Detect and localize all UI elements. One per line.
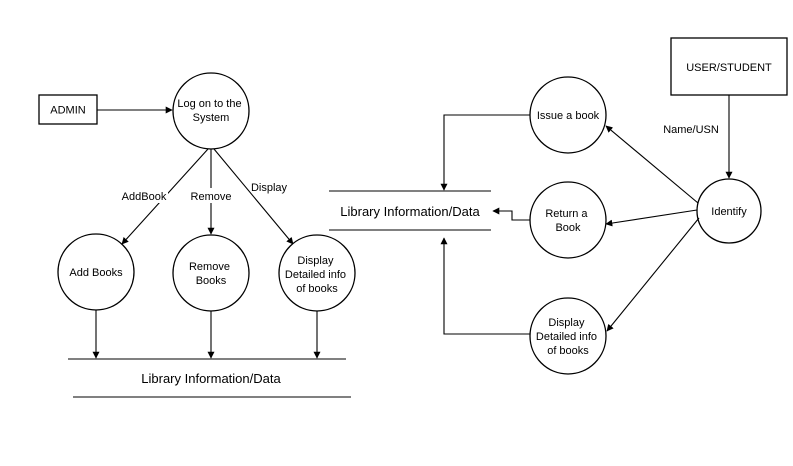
display-admin-process-label-3: of books: [296, 283, 338, 295]
display-flow-label: Display: [251, 182, 288, 194]
flow-identify-to-issue: [605, 125, 699, 204]
return-book-process-label-1: Return a: [545, 208, 588, 220]
flow-identify-to-return: [605, 209, 698, 227]
remove-books-process-label-2: Books: [196, 275, 227, 287]
flow-issue-to-store: [440, 114, 530, 191]
return-book-process-label-2: Book: [555, 222, 581, 234]
issue-book-process-label: Issue a book: [537, 110, 600, 122]
flow-return-to-store: [492, 207, 530, 221]
flow-logon-to-display: [213, 148, 294, 245]
identify-process: Identify: [696, 178, 762, 244]
remove-flow-label-bg: [189, 188, 234, 203]
admin-entity: ADMIN: [38, 94, 98, 125]
logon-process-label-1: Log on to the: [177, 98, 241, 110]
admin-entity-label: ADMIN: [50, 105, 86, 117]
display-user-process-label-1: Display: [548, 317, 585, 329]
identify-process-label: Identify: [711, 206, 747, 218]
svg-text:Display Detailed info: Display Detailed info of books: [536, 317, 600, 357]
display-admin-process-label-1: Display: [297, 255, 334, 267]
logon-process-label-2: System: [193, 112, 230, 124]
user-data-store: Library Information/Data: [329, 190, 491, 231]
display-user-process: Display Detailed info of books: [529, 297, 607, 375]
return-book-process: Return a Book: [529, 181, 607, 259]
display-user-process-label-2: Detailed info: [536, 331, 597, 343]
user-entity: USER/STUDENT: [670, 37, 788, 96]
remove-flow-label: Remove: [191, 191, 232, 203]
issue-book-process: Issue a book: [529, 76, 607, 154]
admin-data-store: Library Information/Data: [68, 358, 351, 398]
remove-books-process-label-1: Remove: [189, 261, 230, 273]
user-entity-label: USER/STUDENT: [686, 62, 772, 74]
svg-text:Return a Book: Return a Book: [545, 208, 590, 234]
display-admin-process-label-2: Detailed info: [285, 269, 346, 281]
remove-books-process: Remove Books: [172, 234, 250, 312]
name-usn-label-bg: [662, 121, 720, 136]
display-user-process-label-3: of books: [547, 345, 589, 357]
user-data-store-label: Library Information/Data: [340, 204, 480, 219]
svg-text:Log on to the System: Log on to the System: [177, 98, 244, 124]
logon-process: Log on to the System: [172, 72, 250, 150]
admin-data-store-label: Library Information/Data: [141, 371, 281, 386]
flow-identify-to-display: [606, 217, 700, 332]
add-books-process-label: Add Books: [69, 267, 123, 279]
svg-text:Remove Books: Remove Books: [189, 261, 233, 287]
add-books-process: Add Books: [57, 233, 135, 311]
name-usn-flow-label: Name/USN: [663, 124, 719, 136]
addbook-flow-label-bg: [120, 188, 168, 203]
flow-display-user-to-store: [440, 237, 530, 335]
display-admin-process: Display Detailed info of books: [278, 234, 356, 312]
addbook-flow-label: AddBook: [122, 191, 167, 203]
svg-text:Display Detailed info: Display Detailed info of books: [285, 255, 349, 295]
